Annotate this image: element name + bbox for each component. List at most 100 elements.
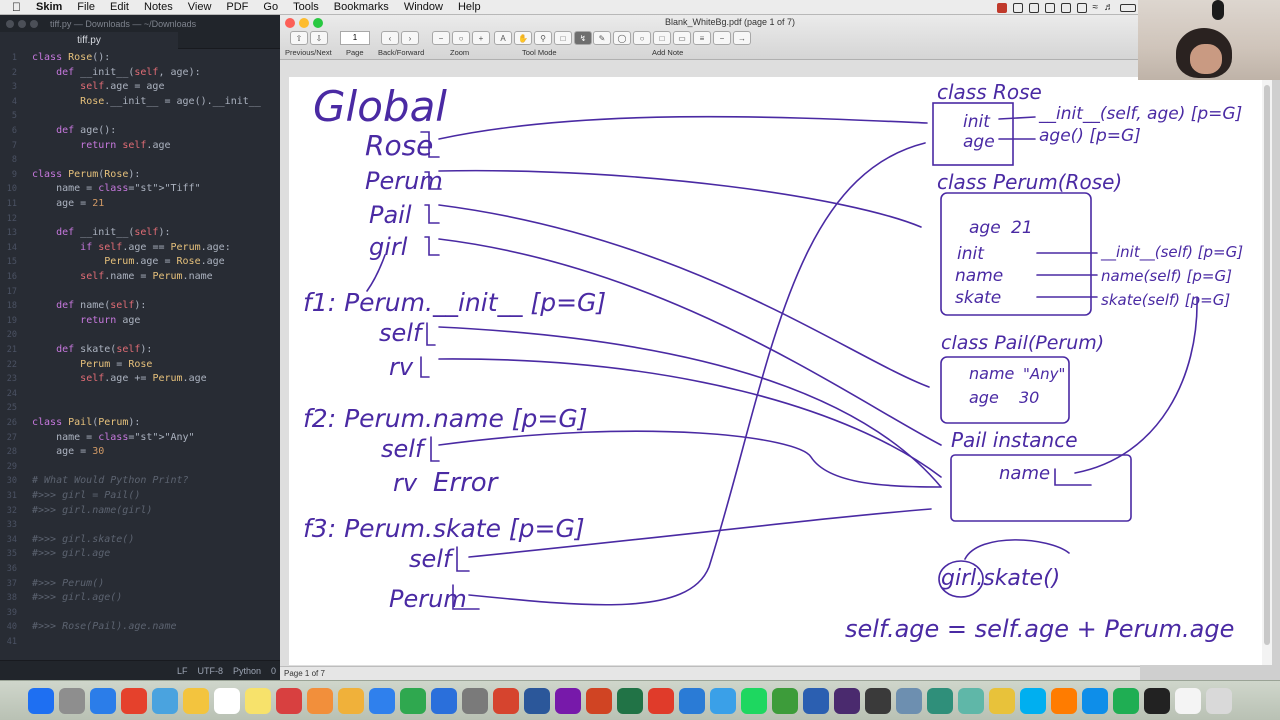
code-line[interactable]: 34#>>> girl.skate() — [0, 533, 280, 548]
highlight-icon[interactable]: ▭ — [673, 31, 691, 45]
acrobat-icon[interactable] — [648, 687, 674, 714]
code-line[interactable]: 27 name = class="st">"Any" — [0, 431, 280, 446]
code-line[interactable]: 24 — [0, 387, 280, 402]
text-tool-icon[interactable]: A — [494, 31, 512, 45]
code-text[interactable]: name = class="st">"Tiff" — [32, 183, 201, 195]
photos-icon[interactable] — [307, 687, 333, 714]
select-tool-icon[interactable]: □ — [554, 31, 572, 45]
code-line[interactable]: 4 Rose.__init__ = age().__init__ — [0, 95, 280, 110]
box-icon[interactable]: □ — [653, 31, 671, 45]
code-text[interactable]: self.age = age — [80, 81, 165, 93]
notes-icon[interactable] — [183, 687, 209, 714]
pencil-icon[interactable] — [989, 687, 1015, 714]
menu-notes[interactable]: Notes — [144, 1, 173, 13]
code-text[interactable]: # What Would Python Print? — [32, 475, 189, 487]
code-line[interactable]: 2 def __init__(self, age): — [0, 66, 280, 81]
code-line[interactable]: 28 age = 30 — [0, 445, 280, 460]
mathematica-icon[interactable] — [493, 687, 519, 714]
menu-tools[interactable]: Tools — [293, 1, 319, 13]
zoom-window-icon[interactable] — [30, 19, 38, 28]
code-line[interactable]: 6 def age(): — [0, 124, 280, 139]
code-line[interactable]: 41 — [0, 635, 280, 650]
code-line[interactable]: 30# What Would Python Print? — [0, 474, 280, 489]
code-text[interactable]: #>>> girl.age() — [32, 592, 123, 604]
safari-icon[interactable] — [90, 687, 116, 714]
issues-count[interactable]: 0 — [270, 665, 276, 676]
spotify-icon[interactable] — [741, 687, 767, 714]
calendar-icon[interactable] — [214, 687, 240, 714]
scrollbar-thumb[interactable] — [1264, 85, 1270, 645]
code-line[interactable]: 39 — [0, 606, 280, 621]
xcode-icon[interactable] — [710, 687, 736, 714]
code-line[interactable]: 10 name = class="st">"Tiff" — [0, 182, 280, 197]
powerpoint-icon[interactable] — [586, 687, 612, 714]
code-line[interactable]: 18 def name(self): — [0, 299, 280, 314]
excel-icon[interactable] — [617, 687, 643, 714]
teamviewer-icon[interactable] — [1082, 687, 1108, 714]
zoom-in-icon[interactable]: + — [472, 31, 490, 45]
status-app-icon[interactable] — [1044, 2, 1055, 13]
code-text[interactable]: def skate(self): — [56, 344, 153, 355]
strike-icon[interactable]: − — [713, 31, 731, 45]
minimize-window-icon[interactable] — [18, 19, 26, 28]
code-text[interactable]: def __init__(self, age): — [56, 66, 201, 78]
menu-edit[interactable]: Edit — [110, 1, 129, 13]
note-icon[interactable]: ◯ — [613, 31, 631, 45]
code-line[interactable]: 13 def __init__(self): — [0, 226, 280, 241]
preview-icon[interactable] — [152, 687, 178, 714]
word-icon[interactable] — [524, 687, 550, 714]
code-text[interactable]: #>>> girl.name(girl) — [32, 504, 153, 516]
encoding[interactable]: UTF-8 — [197, 665, 223, 676]
code-line[interactable]: 21 def skate(self): — [0, 343, 280, 358]
pages-pen-icon[interactable] — [338, 687, 364, 714]
code-line[interactable]: 8 — [0, 153, 280, 168]
code-text[interactable]: name = class="st">"Any" — [32, 431, 195, 443]
zoom-out-icon[interactable]: − — [432, 31, 450, 45]
code-line[interactable]: 5 — [0, 109, 280, 124]
menu-help[interactable]: Help — [457, 1, 481, 13]
code-text[interactable]: return self.age — [80, 139, 171, 151]
keynote-icon[interactable] — [369, 687, 395, 714]
code-text[interactable]: return age — [80, 314, 141, 326]
close-window-icon[interactable] — [285, 18, 295, 28]
arrow-icon[interactable]: → — [733, 31, 751, 45]
magnify-tool-icon[interactable]: ⚲ — [534, 31, 552, 45]
pdf-page[interactable]: Global Rose Perum Pail girl f1: Perum.__… — [289, 77, 1270, 665]
menu-file[interactable]: File — [77, 1, 96, 13]
photo-booth-icon[interactable] — [276, 687, 302, 714]
numbers-icon[interactable] — [400, 687, 426, 714]
circle-icon[interactable]: ○ — [633, 31, 651, 45]
code-text[interactable]: #>>> girl.age — [32, 548, 111, 560]
menu-window[interactable]: Window — [403, 1, 443, 13]
pdf-scrollbar[interactable] — [1262, 77, 1272, 665]
code-line[interactable]: 16 self.name = Perum.name — [0, 270, 280, 285]
forward-icon[interactable]: › — [401, 31, 419, 45]
code-line[interactable]: 40#>>> Rose(Pail).age.name — [0, 620, 280, 635]
recording-icon[interactable] — [996, 2, 1007, 13]
scroll-tool-icon[interactable]: ✋ — [514, 31, 532, 45]
code-text[interactable]: Rose.__init__ = age().__init__ — [80, 95, 261, 107]
battery-icon[interactable] — [1120, 3, 1136, 12]
code-text[interactable]: age = 21 — [32, 198, 105, 209]
finder-blue-icon[interactable] — [431, 687, 457, 714]
code-text[interactable]: #>>> girl.skate() — [32, 533, 135, 545]
code-text[interactable]: def __init__(self): — [56, 227, 171, 239]
code-line[interactable]: 17 — [0, 285, 280, 300]
chrome-icon[interactable] — [121, 687, 147, 714]
code-line[interactable]: 32#>>> girl.name(girl) — [0, 504, 280, 519]
code-line[interactable]: 36 — [0, 562, 280, 577]
previous-page-icon[interactable]: ⇧ — [290, 31, 308, 45]
code-line[interactable]: 3 self.age = age — [0, 80, 280, 95]
trash-icon[interactable] — [1206, 687, 1232, 714]
back-icon[interactable]: ‹ — [381, 31, 399, 45]
sourcetree-icon[interactable] — [927, 687, 953, 714]
zoom-actual-icon[interactable]: ○ — [452, 31, 470, 45]
pen-icon[interactable]: ✎ — [593, 31, 611, 45]
code-text[interactable]: #>>> girl = Pail() — [32, 490, 141, 501]
skype-icon[interactable] — [1020, 687, 1046, 714]
grammar[interactable]: Python — [232, 665, 261, 676]
code-line[interactable]: 11 age = 21 — [0, 197, 280, 212]
